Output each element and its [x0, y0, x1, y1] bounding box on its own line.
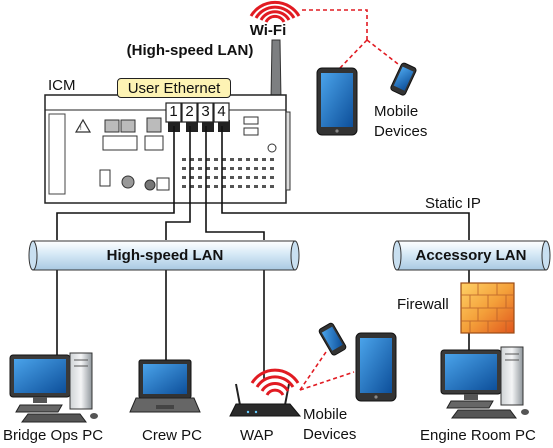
user-ethernet-label: User Ethernet	[117, 78, 231, 98]
static-ip-label: Static IP	[425, 195, 481, 212]
desktop-pc-icon-bridge-ops	[9, 352, 98, 423]
desktop-pc-icon-engine-room	[440, 346, 529, 419]
wap-label: WAP	[240, 427, 274, 444]
high-speed-lan-label: High-speed LAN	[106, 247, 224, 264]
mobile-devices-top-line1: Mobile	[374, 103, 419, 120]
phone-icon-bottom	[318, 322, 347, 356]
ethernet-cables	[56, 126, 470, 380]
wifi-title: Wi-Fi	[249, 22, 287, 39]
wifi-signal-icon-top	[249, 0, 301, 23]
wireless-link-top	[302, 9, 399, 69]
wifi-subtitle: (High-speed LAN)	[126, 42, 254, 59]
port-boxes	[165, 102, 230, 123]
icm-label: ICM	[48, 77, 76, 94]
accessory-lan-label: Accessory LAN	[415, 247, 527, 264]
bridge-ops-pc-label: Bridge Ops PC	[3, 427, 104, 444]
svg-text:!: !	[80, 126, 82, 132]
tablet-icon-bottom	[355, 332, 397, 402]
port-4-label: 4	[217, 103, 226, 120]
crew-pc-label: Crew PC	[142, 427, 203, 444]
port-3-label: 3	[201, 103, 210, 120]
firewall-icon	[460, 282, 515, 334]
port-2-label: 2	[185, 103, 194, 120]
mobile-devices-bottom-line1: Mobile	[303, 406, 348, 423]
wireless-link-wap	[299, 351, 355, 391]
firewall-label: Firewall	[397, 296, 449, 313]
wifi-signal-icon-wap	[250, 368, 300, 396]
wap-router-icon	[229, 383, 302, 417]
engine-room-pc-label: Engine Room PC	[420, 427, 536, 444]
mobile-devices-top-line2: Devices	[374, 123, 428, 140]
mobile-devices-bottom-line2: Devices	[303, 426, 357, 443]
accessory-lan-bus	[392, 240, 551, 271]
laptop-icon-crew-pc	[129, 359, 201, 413]
high-speed-lan-bus	[28, 240, 300, 271]
phone-icon-top	[390, 62, 417, 96]
port-1-label: 1	[169, 103, 178, 120]
tablet-icon-top	[316, 67, 358, 136]
